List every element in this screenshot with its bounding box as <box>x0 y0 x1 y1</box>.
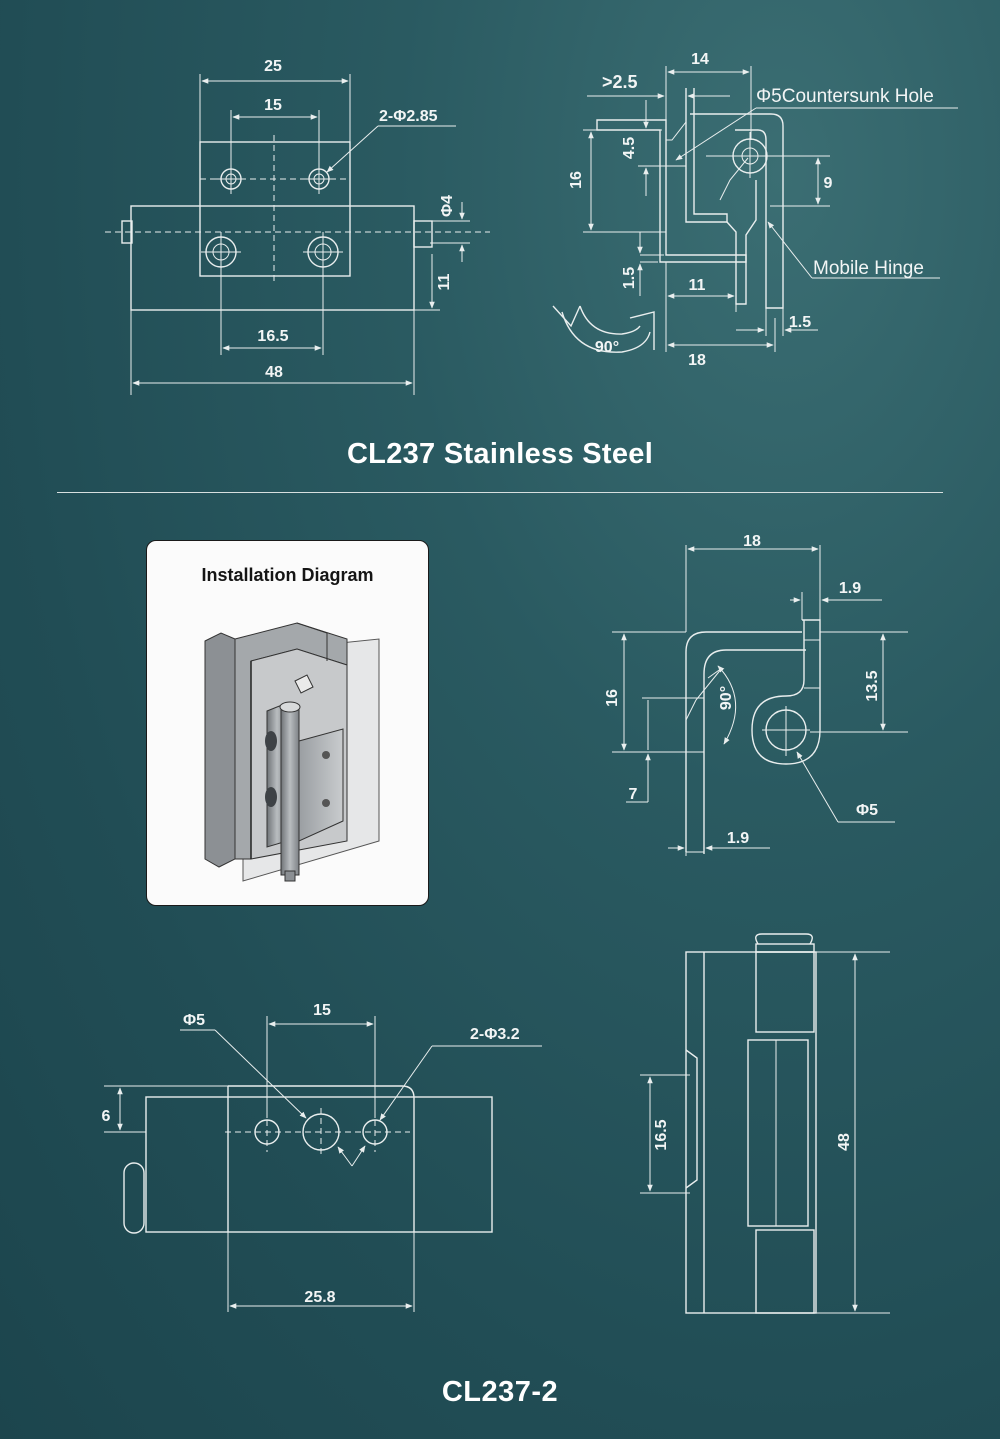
dim-25: 25 <box>264 58 282 75</box>
dim-7: 7 <box>629 786 638 803</box>
dim-9: 9 <box>824 175 833 192</box>
dim-48: 48 <box>265 364 283 381</box>
cl237-2-front-view <box>104 1016 542 1312</box>
dim-16-5: 16.5 <box>653 1119 670 1150</box>
dim-16: 16 <box>568 171 585 189</box>
dim-15: 15 <box>313 1002 331 1019</box>
mobile-hinge-label: Mobile Hinge <box>813 258 924 279</box>
dim-1-5-left: 1.5 <box>621 267 638 289</box>
dim-1-9-top: 1.9 <box>839 580 861 597</box>
dim-11-side: 11 <box>689 277 706 294</box>
holes-2-phi2-85-label: 2-Φ2.85 <box>379 108 438 125</box>
dim-14: 14 <box>691 51 709 68</box>
dim-phi4: Φ4 <box>439 195 456 217</box>
dim-1-9-bottom: 1.9 <box>727 830 749 847</box>
dim-25-8: 25.8 <box>304 1289 335 1306</box>
dim-48: 48 <box>836 1133 853 1151</box>
phi5-label: Φ5 <box>183 1012 205 1029</box>
dim-gt-2-5: >2.5 <box>602 72 638 92</box>
cl237-2-side-dimension-labels: 18 1.9 16 13.5 90° 7 Φ5 1.9 <box>604 533 881 847</box>
installation-diagram-card: Installation Diagram <box>146 540 429 906</box>
dim-16-5: 16.5 <box>257 328 288 345</box>
dim-11: 11 <box>436 273 453 290</box>
product-title-cl237-2: CL237-2 <box>441 1376 559 1408</box>
cl237-side-view <box>552 66 958 353</box>
dim-6: 6 <box>102 1108 111 1125</box>
section-divider <box>57 492 943 493</box>
dim-18: 18 <box>743 533 761 550</box>
dim-16: 16 <box>604 689 621 707</box>
installation-diagram-title: Installation Diagram <box>201 565 374 585</box>
countersunk-hole-label: Φ5Countersunk Hole <box>756 86 934 107</box>
rotation-90-label: 90° <box>595 339 619 356</box>
product-title-cl237: CL237 Stainless Steel <box>346 438 654 470</box>
dim-18: 18 <box>688 352 706 369</box>
hinge-3d-illustration <box>204 622 380 882</box>
dim-1-5-right: 1.5 <box>789 314 811 331</box>
cl237-front-view <box>105 74 490 395</box>
angle-90-label: 90° <box>718 686 735 710</box>
dim-15: 15 <box>264 97 282 114</box>
cl237-2-back-view <box>640 933 890 1314</box>
cl237-2-back-dimension-labels: 16.5 48 <box>653 1119 853 1151</box>
cl237-2-side-view <box>612 545 908 856</box>
dim-13-5: 13.5 <box>864 670 881 701</box>
holes-2-phi3-2-label: 2-Φ3.2 <box>470 1026 520 1043</box>
cl237-side-dimension-labels: 14 >2.5 Φ5Countersunk Hole 4.5 16 9 Mobi… <box>568 51 934 369</box>
cl237-2-front-dimension-labels: Φ5 15 2-Φ3.2 6 25.8 <box>102 1002 520 1306</box>
phi5-label: Φ5 <box>856 802 878 819</box>
cl237-front-dimension-labels: 25 15 2-Φ2.85 Φ4 11 16.5 48 <box>257 58 456 381</box>
dim-4-5: 4.5 <box>621 137 638 159</box>
